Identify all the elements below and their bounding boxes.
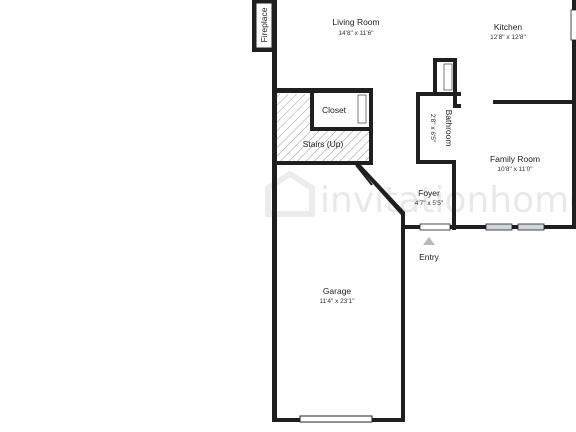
garage-angled-wall: [355, 164, 405, 215]
living-room-size: 14'8" x 11'6": [338, 30, 374, 37]
bathroom-size: 2'8" x 6'5": [429, 114, 436, 143]
watermark-logo-icon: [265, 170, 315, 217]
kitchen-label: Kitchen: [494, 22, 523, 32]
foyer-size: 4'7" x 5'5": [415, 200, 444, 207]
watermark: invitationhomes: [265, 170, 576, 221]
entry-arrow-icon: [423, 237, 435, 245]
kitchen-size: 12'8" x 12'8": [490, 34, 526, 41]
closet-label: Closet: [322, 105, 347, 115]
family-room-size: 10'8" x 11'0": [497, 166, 533, 173]
garage-size: 11'4" x 23'1": [319, 298, 355, 305]
family-room-label: Family Room: [490, 154, 540, 164]
foyer-label: Foyer: [418, 188, 440, 198]
stairs-area: [277, 94, 310, 164]
fireplace: Fireplace: [255, 2, 273, 49]
watermark-text: invitationhomes: [320, 180, 576, 221]
entry-label: Entry: [419, 252, 440, 262]
living-room-label: Living Room: [332, 17, 379, 27]
interior-walls: [273, 58, 576, 230]
fireplace-label: Fireplace: [259, 7, 269, 42]
stairs-label: Stairs (Up): [303, 139, 344, 149]
bathroom-label: Bathroom: [444, 110, 454, 147]
garage-label: Garage: [323, 286, 352, 296]
windows: [299, 9, 576, 423]
stairs-area-lower: [310, 130, 370, 164]
